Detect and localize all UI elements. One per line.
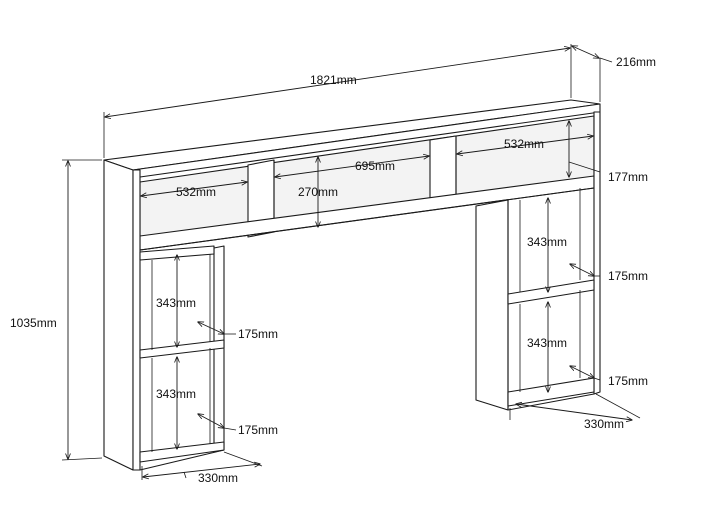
left-column-outer-side	[103, 159, 134, 471]
label-right-upper-depth: 175mm	[608, 269, 648, 283]
label-total-width: 1821mm	[310, 73, 357, 87]
dim-line-left-upper-depth	[198, 322, 224, 334]
label-left-base-width: 330mm	[198, 471, 238, 485]
dim-line-left-lower-depth	[198, 414, 224, 428]
dim-line-right-base-width	[516, 404, 632, 420]
left-column-front-edge	[132, 169, 141, 471]
label-top-right-height: 177mm	[608, 170, 648, 184]
label-top-right-width: 532mm	[504, 137, 544, 151]
label-top-left-width: 532mm	[176, 185, 216, 199]
label-left-lower-height: 343mm	[156, 387, 196, 401]
dim-line-right-upper-depth	[570, 264, 594, 276]
furniture	[103, 99, 601, 471]
left-bottom-shelf	[139, 441, 225, 463]
dim-line-top-center-width	[275, 156, 429, 177]
dim-line-depth	[572, 46, 599, 58]
left-top-shelf	[139, 245, 215, 261]
label-right-base-width: 330mm	[584, 417, 624, 431]
label-depth: 216mm	[616, 55, 656, 69]
dimension-labels: 1821mm 216mm 1035mm 532mm 695mm 532mm 27…	[10, 55, 656, 485]
right-column-outer-side	[593, 111, 601, 395]
dim-line-left-base-width	[143, 464, 260, 477]
label-right-lower-height: 343mm	[527, 336, 567, 350]
right-middle-shelf	[507, 279, 595, 305]
label-right-upper-height: 343mm	[527, 235, 567, 249]
label-height: 1035mm	[10, 316, 57, 330]
dim-line-top-left-width	[141, 182, 247, 196]
dim-line-total-width	[105, 48, 570, 117]
label-left-upper-depth: 175mm	[238, 327, 278, 341]
right-column-inner-side	[475, 199, 509, 411]
label-left-lower-depth: 175mm	[238, 423, 278, 437]
right-bottom-shelf	[507, 377, 595, 407]
label-left-upper-height: 343mm	[156, 296, 196, 310]
dim-line-right-lower-depth	[570, 366, 594, 378]
label-top-center-height: 270mm	[298, 185, 338, 199]
label-right-lower-depth: 175mm	[608, 374, 648, 388]
dimension-lines	[61, 44, 641, 480]
left-middle-shelf	[139, 339, 225, 359]
label-top-center-width: 695mm	[355, 159, 395, 173]
